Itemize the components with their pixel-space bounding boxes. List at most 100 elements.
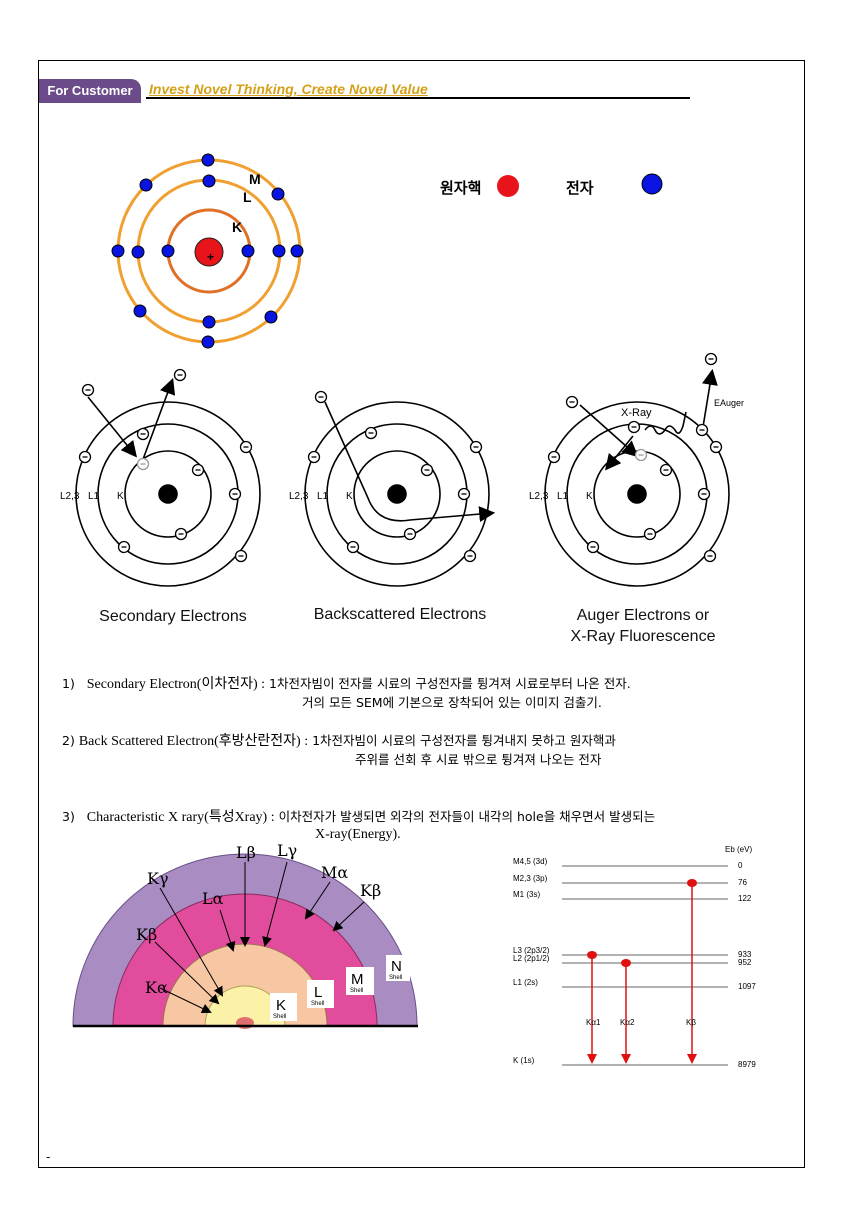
energy-level-name: L1 (2s): [513, 978, 538, 987]
item-term: Back Scattered Electron(후방산란전자) :: [78, 734, 309, 749]
item-3: 3) Characteristic X rary(특성Xray) : 이차전자가…: [62, 808, 655, 827]
energy-level-value: 933: [738, 950, 752, 959]
energy-level-name: M1 (3s): [513, 890, 540, 899]
electron: [111, 244, 125, 258]
electron-marker: [78, 450, 92, 464]
legend-nucleus-dot: [497, 175, 519, 197]
electron-marker: [463, 549, 477, 563]
shell-diagram: Lβ Lγ Kγ Mα Lα Kβ Kβ Kα N Shell M Shell …: [72, 841, 418, 1029]
electron: [271, 187, 285, 201]
energy-level-name: L2 (2p1/2): [513, 954, 550, 963]
electron-marker: [627, 420, 641, 434]
energy-level-value: 8979: [738, 1060, 756, 1069]
shell-label-l: L: [243, 189, 252, 205]
electron-marker: [709, 440, 723, 454]
electron-marker: [117, 540, 131, 554]
item-number: 1): [62, 676, 75, 691]
energy-header: Eb (eV): [725, 845, 752, 854]
energy-level-value: 0: [738, 861, 743, 870]
line-label: Kγ: [147, 869, 169, 888]
header-rule: [146, 97, 690, 99]
shell-label-l: L Shell: [307, 980, 334, 1008]
caption-secondary: Secondary Electrons: [99, 608, 247, 625]
caption-auger-1: Auger Electrons or: [576, 607, 710, 624]
electron-marker: [136, 427, 150, 441]
secondary-electrons-diagram: [75, 377, 261, 587]
caption-auger-2: X-Ray Fluorescence: [570, 628, 716, 645]
svg-text:Shell: Shell: [311, 1001, 324, 1007]
electron-marker: [174, 527, 188, 541]
shell-label-l1: L1: [317, 491, 329, 502]
svg-text:K: K: [276, 997, 286, 1014]
electron-marker: [234, 549, 248, 563]
electron-marker: [173, 368, 187, 382]
electron: [202, 315, 216, 329]
electron-marker: [239, 440, 253, 454]
shell-label-l1: L1: [88, 491, 100, 502]
electron-marker: [695, 423, 709, 437]
electron-marker: [659, 463, 673, 477]
transition-label: Kβ: [686, 1018, 696, 1027]
shell-label-l23: L2,3: [289, 491, 309, 502]
svg-text:M: M: [351, 971, 364, 988]
energy-level-value: 1097: [738, 982, 756, 991]
electrons: [111, 153, 304, 349]
electron-marker: [228, 487, 242, 501]
electron: [161, 244, 175, 258]
electron: [202, 174, 216, 188]
energy-level-value: 76: [738, 878, 747, 887]
electron: [272, 244, 286, 258]
header-tab: For Customer: [39, 79, 141, 103]
electron-marker: [586, 540, 600, 554]
electron-marker: [697, 487, 711, 501]
shell-label-l1: L1: [557, 491, 569, 502]
svg-text:L: L: [314, 984, 322, 1001]
atom-diagram: M L K +: [111, 153, 304, 349]
energy-level-value: 952: [738, 958, 752, 967]
electron-marker: [469, 440, 483, 454]
electron-marker: [703, 549, 717, 563]
electron: [241, 244, 255, 258]
item-number: 2): [62, 733, 75, 748]
energy-level-value: 122: [738, 894, 752, 903]
shell-label-k: K: [346, 491, 353, 502]
item-desc: 1차전자빔이 전자를 시료의 구성전자를 튕겨져 시료로부터 나온 전자.: [269, 676, 631, 691]
electron: [131, 245, 145, 259]
transition-arrowhead: [587, 1054, 597, 1064]
transition-arrowhead: [687, 1054, 697, 1064]
line-label: Kβ: [360, 881, 381, 900]
electron-marker: [307, 450, 321, 464]
electron-marker: [191, 463, 205, 477]
xray-label: X-Ray: [621, 407, 652, 419]
line-label: Lγ: [277, 841, 297, 860]
item-desc: 1차전자빔이 시료의 구성전자를 튕겨내지 못하고 원자핵과: [312, 733, 616, 748]
legend-electron-label: 전자: [566, 179, 594, 197]
legend-nucleus-label: 원자핵: [440, 179, 482, 197]
electron: [290, 244, 304, 258]
energy-level-name: M4,5 (3d): [513, 857, 548, 866]
transition-arrowhead: [621, 1054, 631, 1064]
nucleus-plus: +: [207, 250, 214, 264]
electron-marker: [364, 426, 378, 440]
line-label: Mα: [321, 863, 348, 882]
energy-level-name: L3 (2p3/2): [513, 946, 550, 955]
electron: [264, 310, 278, 324]
shell-label-k: K: [117, 491, 124, 502]
line-label: Kα: [145, 978, 168, 997]
svg-text:N: N: [391, 958, 402, 975]
transition-label: Kα2: [620, 1018, 635, 1027]
line-label: Lα: [202, 889, 224, 908]
header-slogan: Invest Novel Thinking, Create Novel Valu…: [149, 81, 428, 97]
electron-marker: [420, 463, 434, 477]
svg-text:Shell: Shell: [273, 1014, 286, 1020]
shell-label-k: K Shell: [270, 993, 297, 1021]
electron-marker: [403, 527, 417, 541]
electron: [201, 335, 215, 349]
electron-marker: [547, 450, 561, 464]
vacancy-marker: [634, 448, 648, 462]
legend-electron-dot: [641, 173, 663, 195]
electron-marker: [81, 383, 95, 397]
